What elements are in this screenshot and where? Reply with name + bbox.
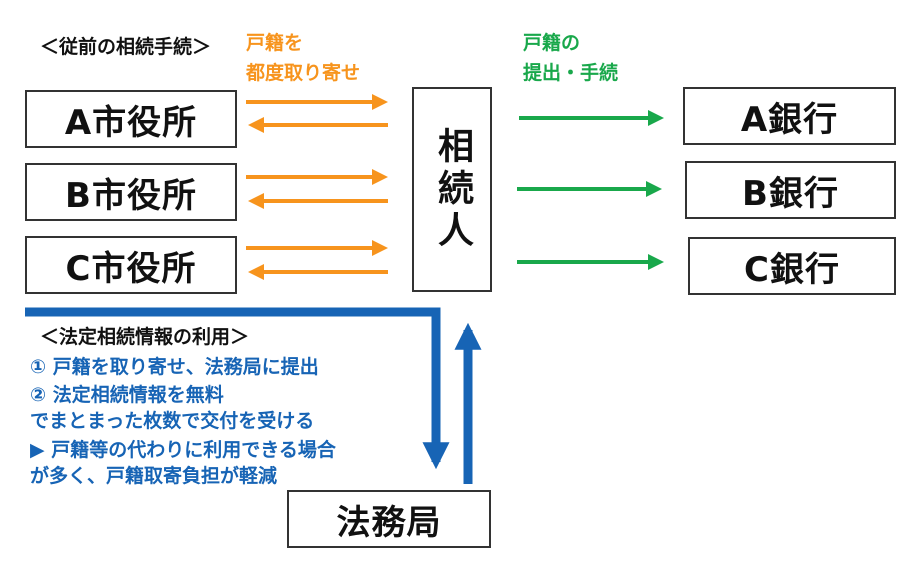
heir-label: 相続人 xyxy=(432,126,473,253)
city-office-c-box: C市役所 xyxy=(25,236,237,294)
step-item-2-cont: でまとまった枚数で交付を受ける xyxy=(30,410,315,432)
city-office-b-label: B市役所 xyxy=(65,175,197,216)
green-label-line1: 戸籍の xyxy=(523,32,581,54)
legal-bureau-box: 法務局 xyxy=(287,490,491,548)
step-item-3: ▶ 戸籍等の代わりに利用できる場合 xyxy=(30,439,336,461)
city-office-c-label: C市役所 xyxy=(65,248,197,289)
bank-c-label: C銀行 xyxy=(744,249,840,290)
heir-box: 相続人 xyxy=(412,87,492,292)
orange-label-line1: 戸籍を xyxy=(246,32,304,54)
step-item-2: ② 法定相続情報を無料 xyxy=(30,384,224,406)
bank-b-label: B銀行 xyxy=(742,173,839,214)
city-office-b-box: B市役所 xyxy=(25,163,237,221)
bank-c-box: C銀行 xyxy=(688,237,896,295)
bank-a-box: A銀行 xyxy=(683,87,896,145)
old-procedure-label: ＜従前の相続手続＞ xyxy=(40,36,212,58)
city-office-a-box: A市役所 xyxy=(25,90,237,148)
green-label-line2: 提出・手続 xyxy=(523,62,619,84)
steps-list: ① 戸籍を取り寄せ、法務局に提出 ② 法定相続情報を無料 でまとまった枚数で交付… xyxy=(30,352,410,492)
new-procedure-label: ＜法定相続情報の利用＞ xyxy=(40,326,250,348)
legal-bureau-label: 法務局 xyxy=(336,502,442,543)
bank-a-label: A銀行 xyxy=(740,99,839,140)
step-item-1: ① 戸籍を取り寄せ、法務局に提出 xyxy=(30,356,319,378)
step-item-3-cont: が多く、戸籍取寄負担が軽減 xyxy=(30,465,278,487)
bank-b-box: B銀行 xyxy=(685,161,896,219)
city-office-a-label: A市役所 xyxy=(64,102,198,143)
orange-label-line2: 都度取り寄せ xyxy=(246,62,361,84)
